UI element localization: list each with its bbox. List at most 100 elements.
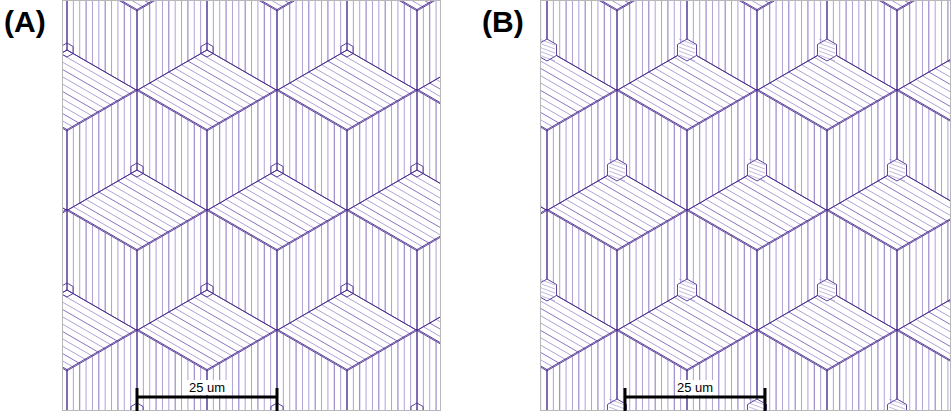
hatch-line <box>73 0 143 7</box>
rhombus-outline <box>540 0 547 11</box>
hatch-line <box>948 301 951 341</box>
hatch-line <box>668 301 738 341</box>
hatch-line <box>712 224 713 305</box>
rhombus-outline <box>757 290 897 371</box>
hatch-line <box>372 115 373 196</box>
rhombus-outline <box>547 170 687 251</box>
hatch-line <box>251 344 252 411</box>
hatch-line <box>801 224 802 305</box>
hatch-line <box>327 119 328 200</box>
core-hexagon <box>747 159 766 181</box>
hatch-line <box>245 0 246 72</box>
hatch-line <box>226 220 227 301</box>
rhombus-outline <box>417 329 441 411</box>
hatch-line <box>859 192 929 232</box>
hatch-line <box>80 203 150 243</box>
rhombus-outline <box>347 209 417 330</box>
hatch-line <box>111 235 112 316</box>
core-hexagon <box>341 43 353 57</box>
hatch-line <box>73 213 74 294</box>
hatch-line <box>378 351 379 411</box>
hatch-line <box>770 83 840 123</box>
hatch-line <box>916 100 917 181</box>
hatch-line <box>648 108 649 189</box>
core-hatch <box>889 175 905 181</box>
panel-label: (A) <box>4 5 46 39</box>
hatch-line <box>833 0 903 7</box>
rhombus-outline <box>137 89 207 210</box>
hatch-line <box>718 0 719 68</box>
hatch-line <box>858 111 859 192</box>
hatch-line <box>353 0 423 7</box>
hatch-line <box>846 119 847 200</box>
hatch-line <box>232 224 233 305</box>
hatch-line <box>566 0 567 61</box>
hatch-line <box>308 348 309 411</box>
hatch-line <box>909 242 910 323</box>
scale-bar-label: 25 um <box>187 380 227 395</box>
core-hatch <box>819 55 835 61</box>
rhombus-outline <box>137 0 207 90</box>
hatch-line <box>181 115 182 196</box>
rhombus-outline <box>687 209 757 330</box>
rhombus-outline <box>67 89 137 210</box>
hatch-line <box>814 217 815 298</box>
hatch-line <box>610 246 611 327</box>
hatch-line <box>802 65 872 105</box>
hatch-line <box>175 308 245 348</box>
hatch-line <box>359 122 360 203</box>
rhombus-outline <box>207 0 277 90</box>
hatch-line <box>788 108 789 189</box>
hatch-line <box>788 231 789 312</box>
hatch-line <box>410 6 411 87</box>
hatch-line <box>922 76 951 116</box>
hatch-line <box>340 126 341 207</box>
rhombus-outline <box>540 329 547 411</box>
core-hatch <box>540 295 555 301</box>
hatch-line <box>366 119 367 200</box>
hatch-line <box>731 104 732 185</box>
rhombus-outline <box>277 290 417 371</box>
hatch-line <box>699 122 700 203</box>
hatch-line <box>340 0 341 54</box>
hatch-line <box>270 93 271 174</box>
hatch-line <box>168 108 169 189</box>
hatch-line <box>935 351 936 411</box>
hatch-line <box>226 0 227 61</box>
hatch-line <box>385 0 386 72</box>
hatch-line <box>200 213 201 294</box>
rhombus-outline <box>277 0 347 90</box>
hatch-line <box>840 203 910 243</box>
hatch-line <box>598 181 668 221</box>
hatch-line <box>585 188 655 228</box>
hatch-line <box>655 308 725 348</box>
rhombus-outline <box>137 290 277 371</box>
hatch-line <box>623 246 624 327</box>
rhombus-outline <box>897 89 951 210</box>
hatch-line <box>105 348 106 411</box>
hatch-line <box>79 362 80 411</box>
hatch-line <box>782 344 783 411</box>
hatch-line <box>718 228 719 309</box>
hatch-line <box>629 97 630 178</box>
hatch-line <box>238 228 239 309</box>
hatch-line <box>372 355 373 411</box>
hatch-line <box>712 0 713 65</box>
hatch-line <box>397 0 398 79</box>
hatch-line <box>62 308 105 348</box>
hatch-line <box>795 68 865 108</box>
hatch-line <box>578 111 579 192</box>
hatch-line <box>642 0 643 76</box>
rhombus-outline <box>277 209 347 330</box>
core-hexagon <box>131 163 143 177</box>
hatch-line <box>156 79 226 119</box>
hatch-line <box>188 301 258 341</box>
hatch-line <box>385 348 386 411</box>
hatch-line <box>156 0 157 79</box>
hatch-line <box>667 359 668 411</box>
hatch-line <box>213 213 214 294</box>
hatch-line <box>334 297 404 337</box>
hatch-line <box>290 83 360 123</box>
hatch-line <box>674 217 675 298</box>
hatch-line <box>935 0 936 68</box>
